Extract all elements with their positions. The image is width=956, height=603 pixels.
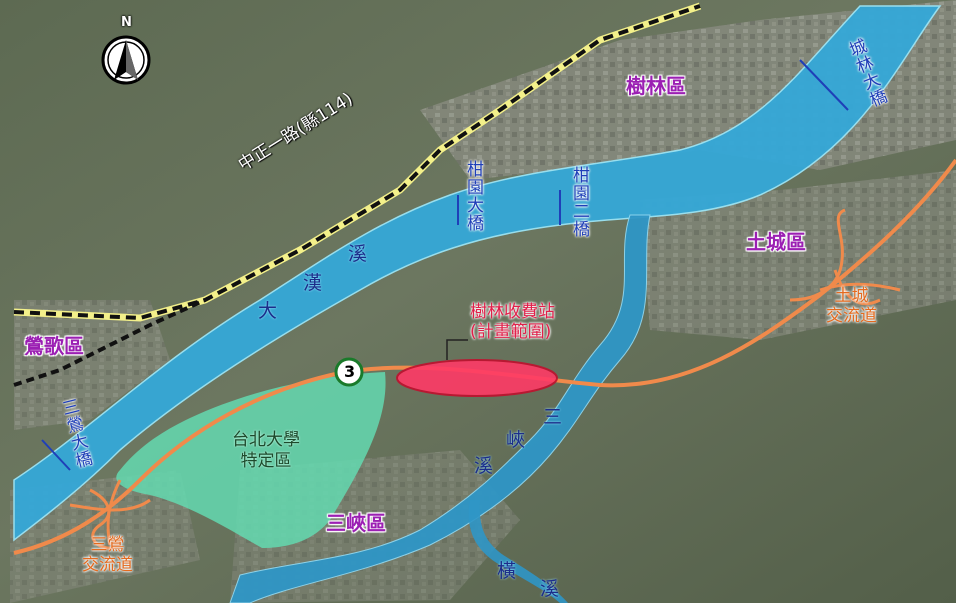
compass-north-label: N <box>121 15 132 30</box>
taipei-university-special-zone <box>116 372 386 548</box>
district-label-sanxia: 三峽區 <box>326 511 386 535</box>
interchange-label-tucheng: 土城 交流道 <box>826 286 877 327</box>
bridge-line-fu-lin <box>799 59 849 111</box>
highway-3-shield-icon <box>334 357 364 387</box>
river-label-heng-2: 溪 <box>540 578 562 600</box>
interchange-sanying-line2: 交流道 <box>82 555 133 576</box>
heng-river <box>468 500 568 603</box>
tucheng-interchange-ramps <box>789 208 901 306</box>
toll-station-note: (計畫範圍) <box>470 322 552 343</box>
river-label-san-xia-3: 溪 <box>474 455 496 477</box>
special-zone-label: 台北大學 特定區 <box>232 430 300 473</box>
special-zone-line1: 台北大學 <box>232 430 300 450</box>
compass-icon <box>101 35 151 85</box>
river-label-da-han-1: 大 <box>258 300 280 322</box>
river-label-da-han-3: 溪 <box>348 243 370 265</box>
district-label-yingge: 鶯歌區 <box>24 334 84 358</box>
special-zone-line2: 特定區 <box>240 451 292 472</box>
highway-number: 3 <box>344 362 356 381</box>
toll-station-label: 樹林收費站 (計畫範圍) <box>470 302 555 343</box>
interchange-sanying-line1: 三鶯 <box>90 535 125 555</box>
interchange-tucheng-line2: 交流道 <box>826 306 877 327</box>
river-label-san-xia-1: 三 <box>543 406 565 428</box>
urban-area-tucheng <box>640 170 956 340</box>
sanying-interchange-ramps <box>69 479 151 550</box>
interchange-label-sanying: 三鶯 交流道 <box>82 535 133 576</box>
river-label-san-xia-2: 峽 <box>506 429 528 451</box>
toll-station-highlight <box>396 359 558 397</box>
urban-area-yingge <box>14 300 170 430</box>
district-label-tucheng: 土城區 <box>746 230 806 254</box>
road-county-114 <box>13 4 701 321</box>
district-label-shulin: 樹林區 <box>626 74 686 98</box>
bridge-line-san-ying <box>41 439 71 471</box>
da-han-river <box>13 5 942 542</box>
toll-station-name: 樹林收費站 <box>470 302 555 322</box>
bridge-label-gan-yuan-2: 柑園二橋 <box>569 166 589 238</box>
river-label-da-han-2: 漢 <box>303 272 325 294</box>
bridge-label-gan-yuan: 柑園大橋 <box>463 160 483 232</box>
toll-station-leader-line <box>446 339 468 360</box>
interchange-tucheng-line1: 土城 <box>834 286 869 306</box>
river-label-heng-1: 橫 <box>497 560 519 582</box>
road-rail-line <box>13 298 206 387</box>
